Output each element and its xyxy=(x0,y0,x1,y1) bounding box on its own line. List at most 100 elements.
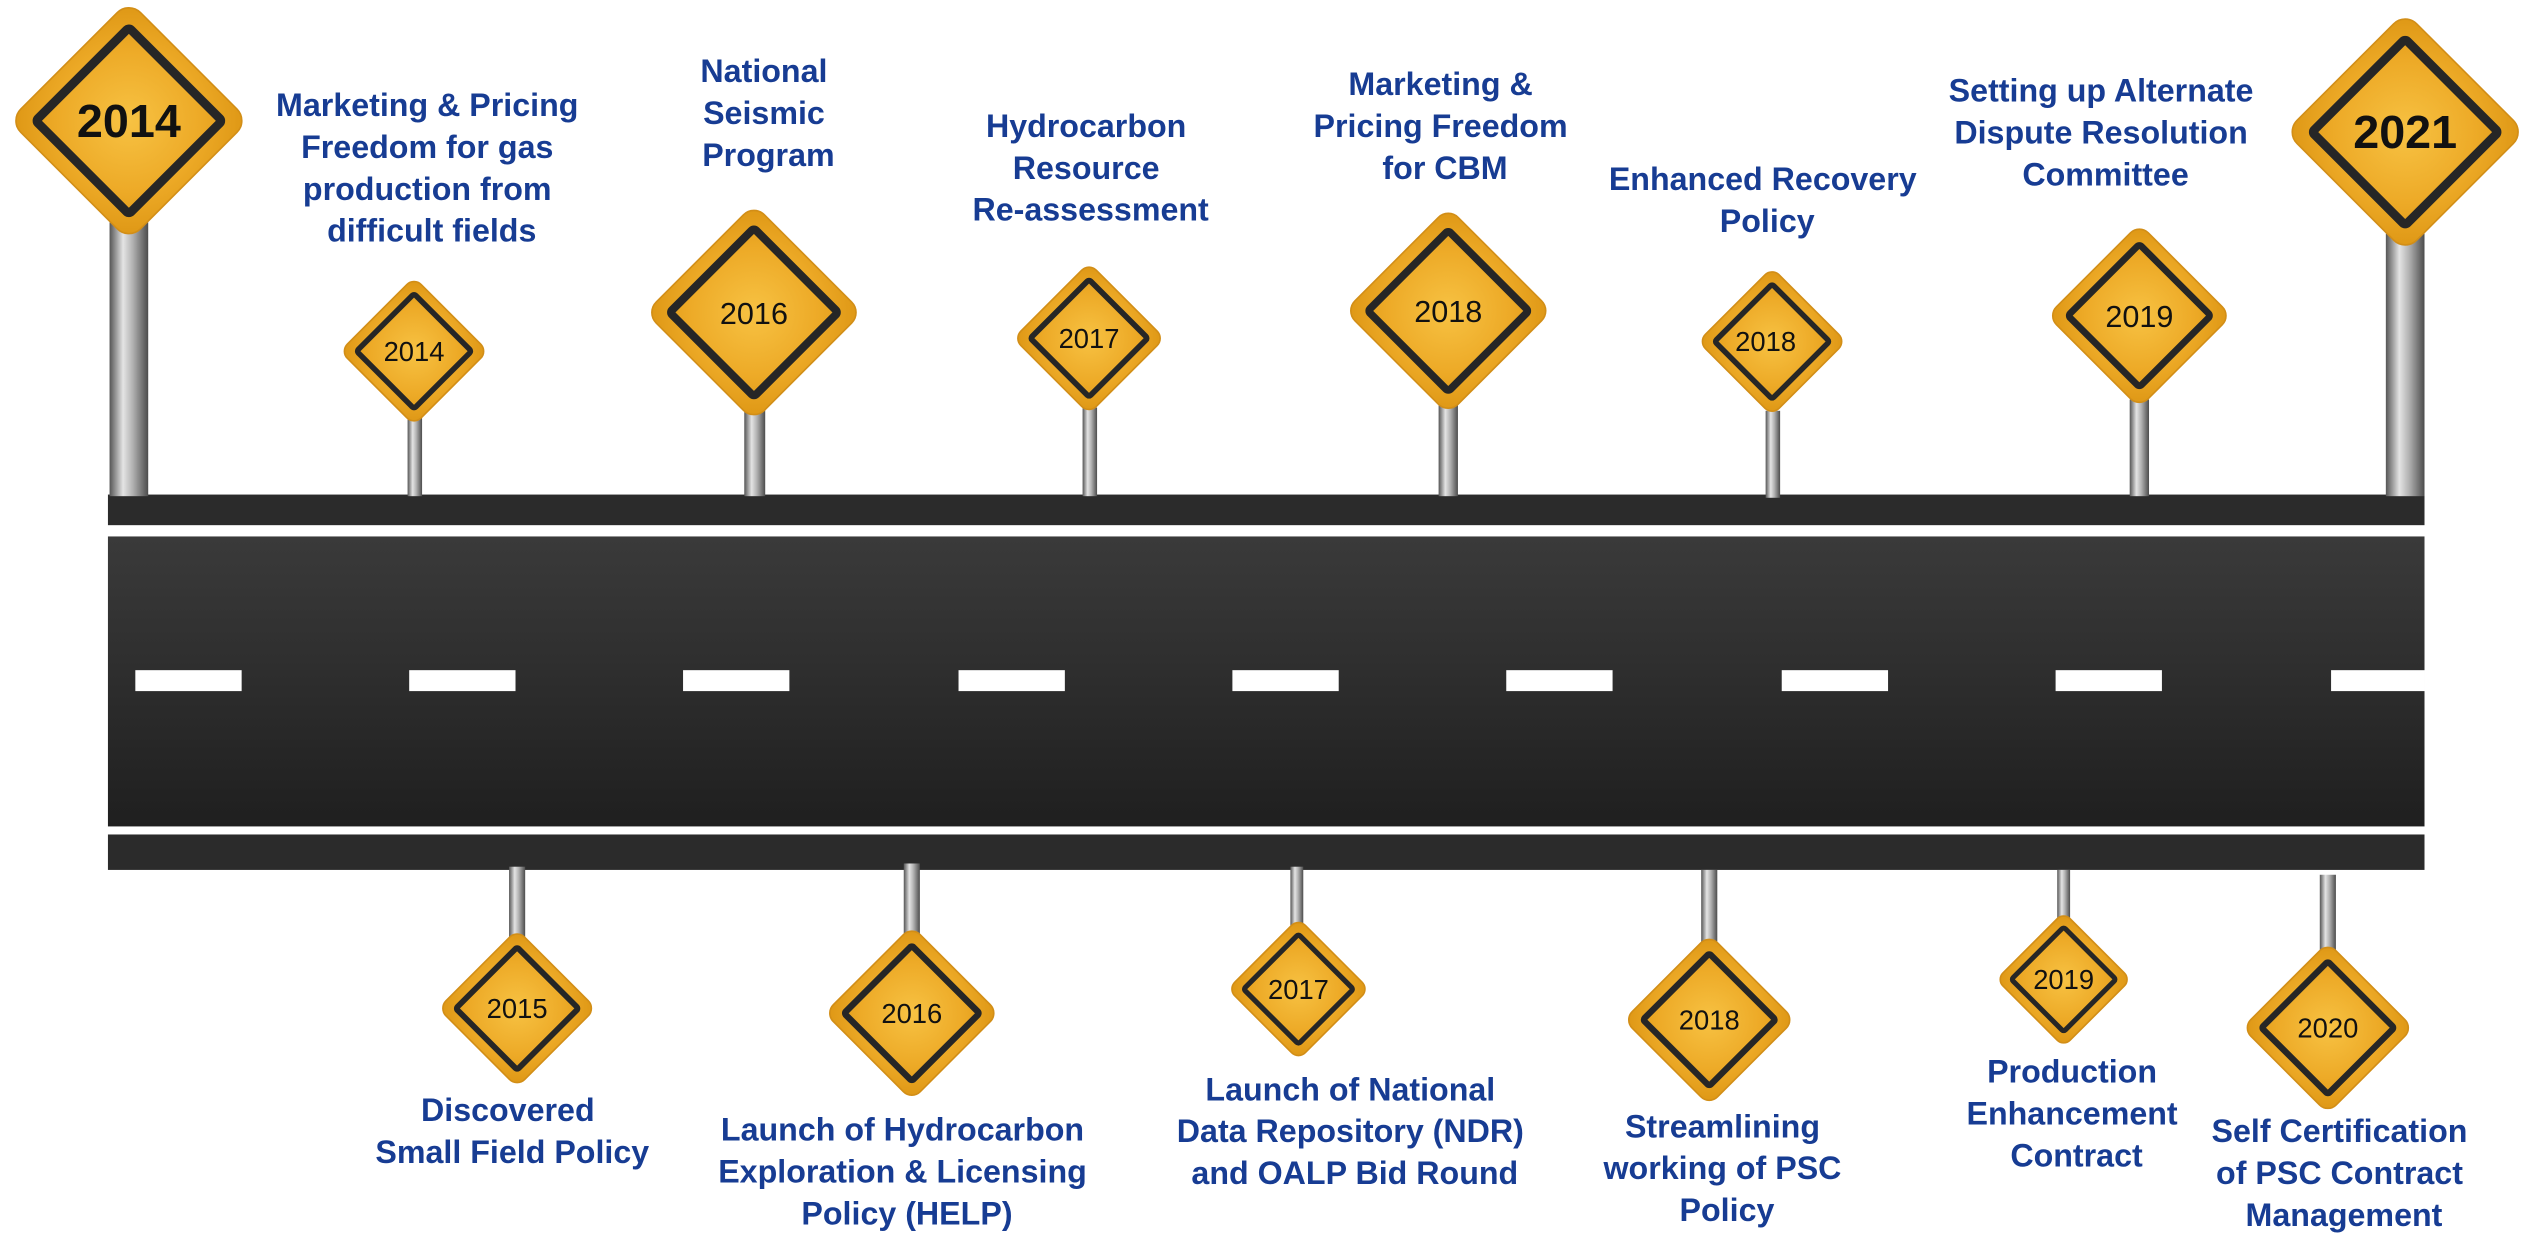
sign-face xyxy=(1017,266,1161,411)
sign-year: 2016 xyxy=(881,998,942,1029)
milestone-label-line: Enhancement xyxy=(1966,1095,2177,1131)
milestone-label-line: Marketing & xyxy=(1348,66,1532,102)
milestone-label-line: Management xyxy=(2246,1197,2443,1233)
start-year-sign: 2014 xyxy=(15,6,243,497)
sign-post xyxy=(1082,407,1098,497)
milestone-label-line: Policy (HELP) xyxy=(801,1195,1012,1231)
milestone-hydrocarbon-resource-reassessment: 2017 Hydrocarbon Resource Re-assessment xyxy=(972,108,1209,497)
sign-diamond: 2014 xyxy=(343,280,485,422)
sign-post xyxy=(2385,233,2425,497)
sign-diamond: 2018 xyxy=(1627,938,1791,1102)
lane-dash xyxy=(683,670,790,692)
sign-year: 2016 xyxy=(720,297,788,331)
milestone-label-line: Resource xyxy=(1013,150,1160,186)
sign-face xyxy=(343,280,485,422)
lane-dash xyxy=(1781,670,1889,692)
milestone-label-line: Committee xyxy=(2022,156,2188,192)
sign-post xyxy=(1765,410,1781,498)
sign-year: 2019 xyxy=(2105,300,2173,334)
sign-diamond: 2021 xyxy=(2291,18,2519,246)
sign-post xyxy=(744,399,766,497)
milestone-label-line: Policy xyxy=(1680,1192,1775,1228)
milestone-label-line: Pricing Freedom xyxy=(1314,108,1568,144)
milestone-label-line: Dispute Resolution xyxy=(1954,114,2247,150)
sign-inner-border xyxy=(1712,282,1832,401)
milestone-label-line: difficult fields xyxy=(327,213,536,249)
sign-face xyxy=(1999,915,2128,1044)
sign-inner-border xyxy=(1365,228,1532,394)
sign-year: 2021 xyxy=(2353,106,2457,158)
milestone-label-line: Re-assessment xyxy=(972,192,1209,228)
milestone-label-line: Data Repository (NDR) xyxy=(1177,1113,1524,1149)
sign-year: 2020 xyxy=(2297,1012,2358,1043)
sign-inner-border xyxy=(453,945,581,1072)
sign-face xyxy=(2051,228,2227,404)
sign-diamond: 2018 xyxy=(1350,212,1547,410)
sign-inner-border xyxy=(1640,951,1778,1089)
sign-post xyxy=(407,415,423,497)
sign-year: 2019 xyxy=(2033,964,2094,995)
sign-face xyxy=(2291,18,2519,246)
sign-inner-border xyxy=(32,24,226,218)
sign-post xyxy=(109,222,149,497)
sign-year: 2017 xyxy=(1268,974,1329,1005)
milestone-label-line: Self Certification xyxy=(2212,1113,2468,1149)
sign-diamond: 2016 xyxy=(651,209,857,416)
milestone-discovered-small-field-policy: 2015 Discovered Small Field Policy xyxy=(375,866,649,1170)
sign-post xyxy=(1438,394,1458,497)
milestone-label-line: National xyxy=(700,53,827,89)
sign-face xyxy=(442,933,593,1084)
milestone-ndr-oalp-bid-round: 2017 Launch of National Data Repository … xyxy=(1177,866,1524,1191)
milestone-production-enhancement-contract: 2019 Production Enhancement Contract xyxy=(1966,869,2186,1174)
lane-dash xyxy=(2331,670,2425,692)
milestone-label-line: Freedom for gas xyxy=(301,129,553,165)
sign-diamond: 2019 xyxy=(2051,228,2227,404)
milestone-label-line: for CBM xyxy=(1382,150,1507,186)
milestone-enhanced-recovery-policy: 2018 Enhanced Recovery Policy xyxy=(1609,161,1917,498)
sign-year: 2018 xyxy=(1414,295,1482,329)
milestone-psc-streamlining-policy: 2018 Streamlining working of PSC Policy xyxy=(1602,869,1850,1228)
sign-face xyxy=(1701,271,1843,412)
lane-dash xyxy=(1506,670,1613,692)
sign-face xyxy=(2246,946,2410,1110)
sign-year: 2015 xyxy=(487,993,548,1024)
sign-post xyxy=(2129,399,2150,497)
sign-face xyxy=(15,6,243,235)
milestone-gas-marketing-pricing-freedom: 2014 Marketing & Pricing Freedom for gas… xyxy=(276,87,578,497)
road-top-edge xyxy=(107,494,2425,526)
sign-post xyxy=(2319,874,2336,959)
sign-face xyxy=(1350,212,1547,410)
sign-year: 2018 xyxy=(1735,326,1796,357)
road-bottom-edge xyxy=(107,834,2425,870)
sign-inner-border xyxy=(2065,242,2213,390)
sign-diamond: 2017 xyxy=(1231,921,1366,1057)
milestone-label-line: Enhanced Recovery xyxy=(1609,161,1917,197)
milestone-label: Production Enhancement Contract xyxy=(1966,1054,2186,1174)
milestone-label-line: production from xyxy=(303,171,552,207)
milestone-label: Marketing & Pricing Freedom for CBM xyxy=(1314,66,1577,186)
milestone-label: National Seismic Program xyxy=(700,53,836,173)
sign-inner-border xyxy=(2308,35,2502,229)
sign-diamond: 2019 xyxy=(1999,915,2128,1044)
sign-inner-border xyxy=(354,292,474,411)
milestone-label: Streamlining working of PSC Policy xyxy=(1602,1108,1850,1228)
milestone-alternate-dispute-resolution-committee: 2019 Setting up Alternate Dispute Resolu… xyxy=(1949,72,2254,497)
milestone-label-line: Production xyxy=(1987,1054,2157,1090)
sign-face xyxy=(651,209,857,416)
sign-diamond: 2020 xyxy=(2246,946,2410,1110)
sign-year: 2017 xyxy=(1059,323,1120,354)
sign-inner-border xyxy=(667,225,841,400)
sign-inner-border xyxy=(2009,925,2118,1034)
milestone-cbm-marketing-pricing-freedom: 2018 Marketing & Pricing Freedom for CBM xyxy=(1314,66,1577,497)
milestone-label-line: Setting up Alternate xyxy=(1949,72,2254,108)
sign-year: 2014 xyxy=(77,95,181,147)
milestone-label-line: Discovered xyxy=(421,1092,595,1128)
milestone-label-line: Policy xyxy=(1720,203,1815,239)
milestone-label-line: Launch of National xyxy=(1205,1071,1495,1107)
milestone-label-line: Streamlining xyxy=(1625,1108,1820,1144)
lane-dash xyxy=(135,670,242,692)
road xyxy=(107,494,2425,870)
milestone-help-licensing-policy: 2016 Launch of Hydrocarbon Exploration &… xyxy=(718,863,1087,1231)
lane-markings xyxy=(135,670,2425,692)
